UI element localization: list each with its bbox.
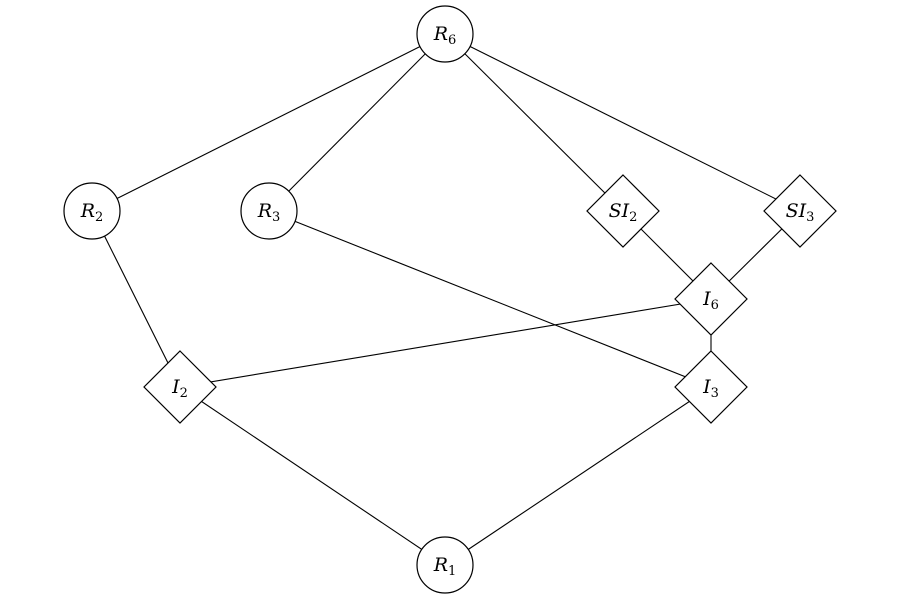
node-r2: R2	[63, 182, 121, 240]
node-label-subscript: 2	[95, 210, 103, 225]
node-label: SI2	[609, 200, 638, 225]
node-circle	[416, 536, 474, 594]
node-label-subscript: 6	[711, 298, 719, 313]
node-label-main: I	[702, 376, 711, 398]
node-diamond	[674, 350, 748, 424]
node-label: I3	[702, 376, 719, 401]
node-label: SI3	[786, 200, 815, 225]
node-diamond	[586, 174, 660, 248]
node-label: I6	[702, 288, 719, 313]
edge-r6-si3	[444, 33, 801, 212]
node-diamond	[674, 262, 748, 336]
node-circle	[240, 182, 298, 240]
node-label-subscript: 6	[448, 33, 456, 48]
node-diamond	[763, 174, 837, 248]
edge-r6-r2	[91, 33, 446, 212]
node-label-subscript: 1	[448, 564, 456, 579]
node-r6: R6	[416, 5, 474, 63]
node-label-subscript: 3	[806, 210, 814, 225]
edge-i2-r1	[179, 386, 446, 566]
node-i6: I6	[674, 262, 748, 336]
node-label-main: R	[433, 554, 448, 576]
node-label-subscript: 3	[272, 210, 280, 225]
node-label: R2	[80, 200, 104, 225]
node-label-main: R	[433, 23, 448, 45]
edge-r3-i3	[268, 210, 712, 388]
node-label: R1	[433, 554, 457, 579]
node-i3: I3	[674, 350, 748, 424]
edge-r6-r3	[268, 33, 446, 212]
node-circle	[63, 182, 121, 240]
node-si3: SI3	[763, 174, 837, 248]
node-r1: R1	[416, 536, 474, 594]
node-label-main: SI	[786, 200, 807, 222]
edge-r6-si2	[444, 33, 624, 212]
node-si2: SI2	[586, 174, 660, 248]
edge-i3-r1	[444, 386, 712, 566]
node-label-main: R	[257, 200, 272, 222]
node-label: I2	[171, 376, 188, 401]
node-label-main: I	[171, 376, 180, 398]
node-label-subscript: 2	[629, 210, 637, 225]
node-label: R6	[433, 23, 457, 48]
node-i2: I2	[143, 350, 217, 424]
node-r3: R3	[240, 182, 298, 240]
edge-i6-i2	[179, 298, 712, 388]
edges-layer	[91, 33, 801, 566]
node-diamond	[143, 350, 217, 424]
node-label: R3	[257, 200, 281, 225]
node-circle	[416, 5, 474, 63]
edge-r2-i2	[91, 210, 181, 388]
node-label-subscript: 2	[180, 386, 188, 401]
node-label-main: SI	[609, 200, 630, 222]
node-label-main: I	[702, 288, 711, 310]
node-label-subscript: 3	[711, 386, 719, 401]
node-label-main: R	[80, 200, 95, 222]
